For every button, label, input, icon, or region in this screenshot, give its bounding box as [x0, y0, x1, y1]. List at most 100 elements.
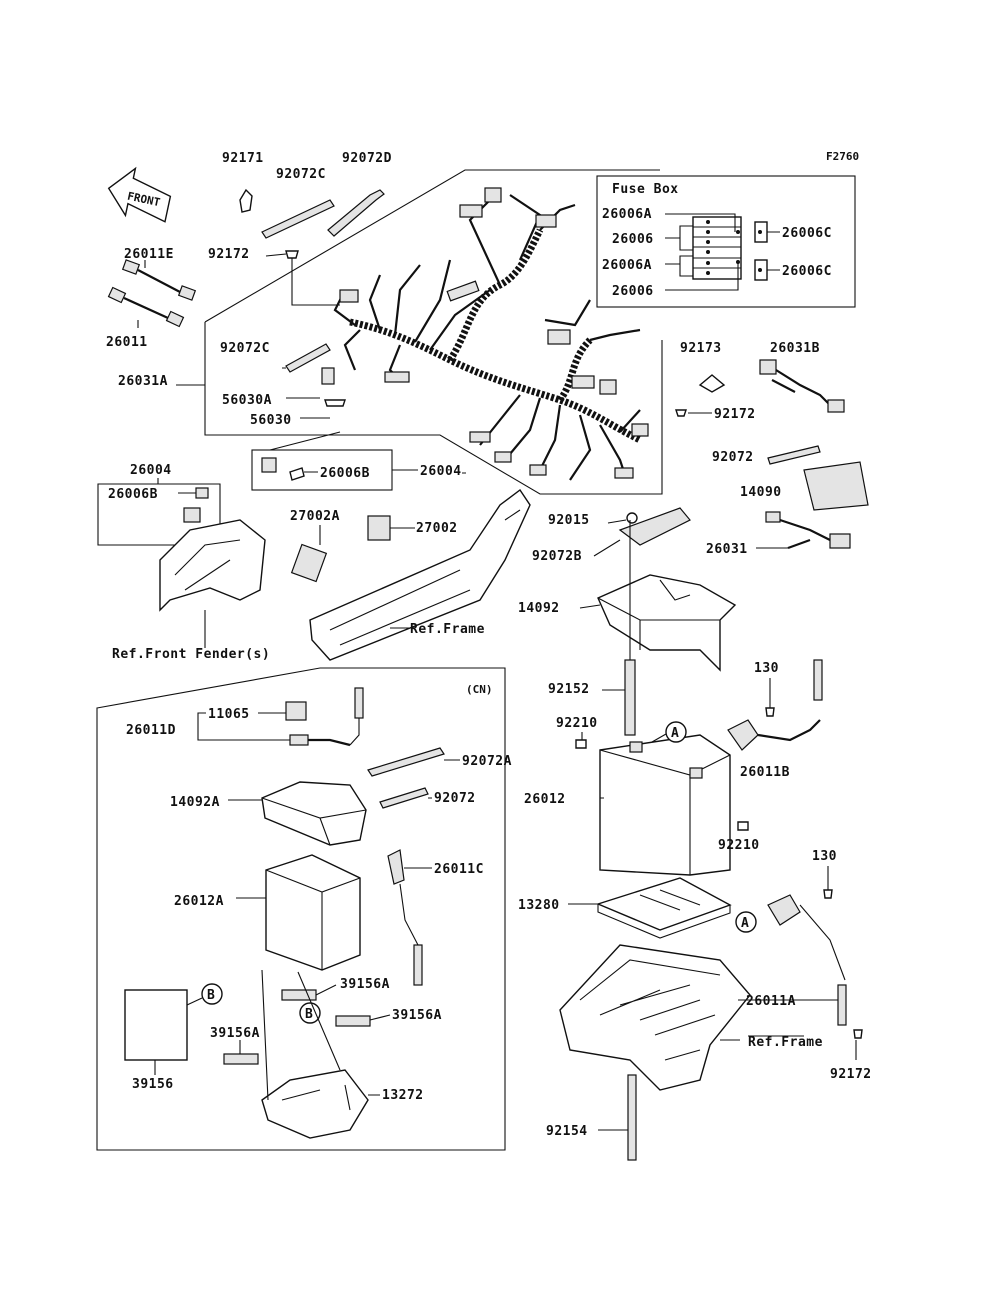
frame-detail: [329, 509, 521, 646]
label-26011c: 26011C: [434, 862, 484, 877]
frame-lower-detail: [579, 959, 740, 1061]
leaders-92072-cn: [428, 759, 460, 799]
label-92172-bottom: 92172: [830, 1067, 872, 1082]
label-56030: 56030: [250, 413, 292, 428]
sub-harness-26031-icon: [765, 511, 851, 550]
label-92171: 92171: [222, 151, 264, 166]
fuse-block: [692, 216, 768, 281]
label-26031b: 26031B: [770, 341, 820, 356]
bolt-130-top-icon: [765, 707, 775, 717]
label-92072c-mid: 92072C: [220, 341, 270, 356]
callout-a-top-leader: [651, 733, 667, 743]
label-26031a: 26031A: [118, 374, 168, 389]
callout-b-right-text: B: [305, 1007, 313, 1022]
label-92072c-top: 92072C: [276, 167, 326, 182]
label-13272: 13272: [382, 1088, 424, 1103]
label-92072b: 92072B: [532, 549, 582, 564]
label-92172-right: 92172: [714, 407, 756, 422]
label-39156a-1: 39156A: [340, 977, 390, 992]
label-92210-2: 92210: [718, 838, 760, 853]
leaders-56030: [282, 367, 330, 419]
label-26011: 26011: [106, 335, 148, 350]
cable-26011a-icon: [767, 894, 847, 1026]
frame-bracket-icon: [309, 488, 531, 661]
label-26031: 26031: [706, 542, 748, 557]
tray-detail: [597, 889, 731, 939]
label-14092a: 14092A: [170, 795, 220, 810]
label-92072-cn: 92072: [434, 791, 476, 806]
label-92172-top: 92172: [208, 247, 250, 262]
callout-a-top-text: A: [671, 726, 679, 741]
label-ref-frame-1: Ref.Frame: [410, 622, 485, 637]
label-92072d: 92072D: [342, 151, 392, 166]
fuse-box-title: Fuse Box: [612, 182, 679, 197]
label-26006-1: 26006: [612, 232, 654, 247]
label-26004-mid: 26004: [420, 464, 462, 479]
leader-26011: [137, 260, 146, 328]
front-fender-icon: [159, 519, 266, 612]
label-13280: 13280: [518, 898, 560, 913]
connector-56030a-icon: [321, 367, 335, 385]
cn-leader-lines: [228, 799, 266, 899]
pad-39156a-3-icon: [223, 1053, 259, 1065]
callout-a-bottom: [735, 911, 757, 933]
band-92072c-top-icon: [261, 199, 335, 239]
label-39156a-2: 39156A: [392, 1008, 442, 1023]
fuse-26006b-left-icon: [195, 487, 209, 499]
cn-region-outline: [96, 667, 506, 1151]
battery-terminal-left: [629, 741, 643, 753]
callout-a-bottom-text: A: [741, 916, 749, 931]
label-26011a: 26011A: [746, 994, 796, 1009]
label-27002a: 27002A: [290, 509, 340, 524]
label-11065: 11065: [208, 707, 250, 722]
cable-26011c-icon: [387, 849, 423, 986]
callout-a-top: [665, 721, 687, 743]
clip-11065-icon: [285, 701, 307, 721]
bolt-92172-bottom-icon: [853, 1029, 863, 1039]
label-92015: 92015: [548, 513, 590, 528]
label-26006a-2: 26006A: [602, 258, 652, 273]
label-26011b: 26011B: [740, 765, 790, 780]
label-56030a: 56030A: [222, 393, 272, 408]
cable-26011b-icon: [727, 659, 823, 751]
fuse-leader-lines: [665, 213, 780, 291]
label-26011d: 26011D: [126, 723, 176, 738]
leader-92172-top: [291, 258, 340, 306]
relay-26004-icon: [261, 457, 277, 473]
relay-27002-icon: [367, 515, 391, 541]
pad-39156a-2-icon: [335, 1015, 371, 1027]
callout-b-left-text: B: [207, 988, 215, 1003]
callout-b-right: [299, 1002, 321, 1024]
battery-26012a-edges: [265, 869, 361, 970]
battery-26012a-icon: [265, 854, 361, 971]
label-26006-2: 26006: [612, 284, 654, 299]
part-labels: 92171 92072C 92072D 92172 26011E 26011 9…: [106, 151, 872, 1139]
label-130-1: 130: [754, 661, 779, 676]
battery-26012-icon: [599, 734, 731, 876]
misc-leader-lines: [176, 253, 857, 1060]
clamp-92173-icon: [698, 374, 726, 393]
main-wiring-harness: [333, 187, 649, 481]
cable-26011d-icon: [289, 687, 364, 747]
label-27002: 27002: [416, 521, 458, 536]
harness-region-outline: [204, 169, 663, 495]
relay-26004-left-icon: [183, 507, 201, 523]
band-92072d-icon: [327, 189, 385, 237]
label-26006b-left: 26006B: [108, 487, 158, 502]
nut-92210-bottom-icon: [737, 821, 749, 831]
clip-56030-icon: [324, 399, 346, 407]
pad-39156a-1-icon: [281, 989, 317, 1001]
leaders-11065: [197, 712, 290, 741]
label-26006c-2: 26006C: [782, 264, 832, 279]
clip-92171-icon: [239, 188, 253, 213]
label-26012a: 26012A: [174, 894, 224, 909]
label-26006c-1: 26006C: [782, 226, 832, 241]
tray-13272-icon: [261, 1069, 369, 1139]
label-26006b-mid: 26006B: [320, 466, 370, 481]
label-92173: 92173: [680, 341, 722, 356]
fuse-box-panel: [596, 175, 856, 308]
rod-92152-icon: [624, 659, 636, 736]
battery-terminal-right: [689, 767, 703, 779]
fender-detail: [174, 539, 241, 648]
